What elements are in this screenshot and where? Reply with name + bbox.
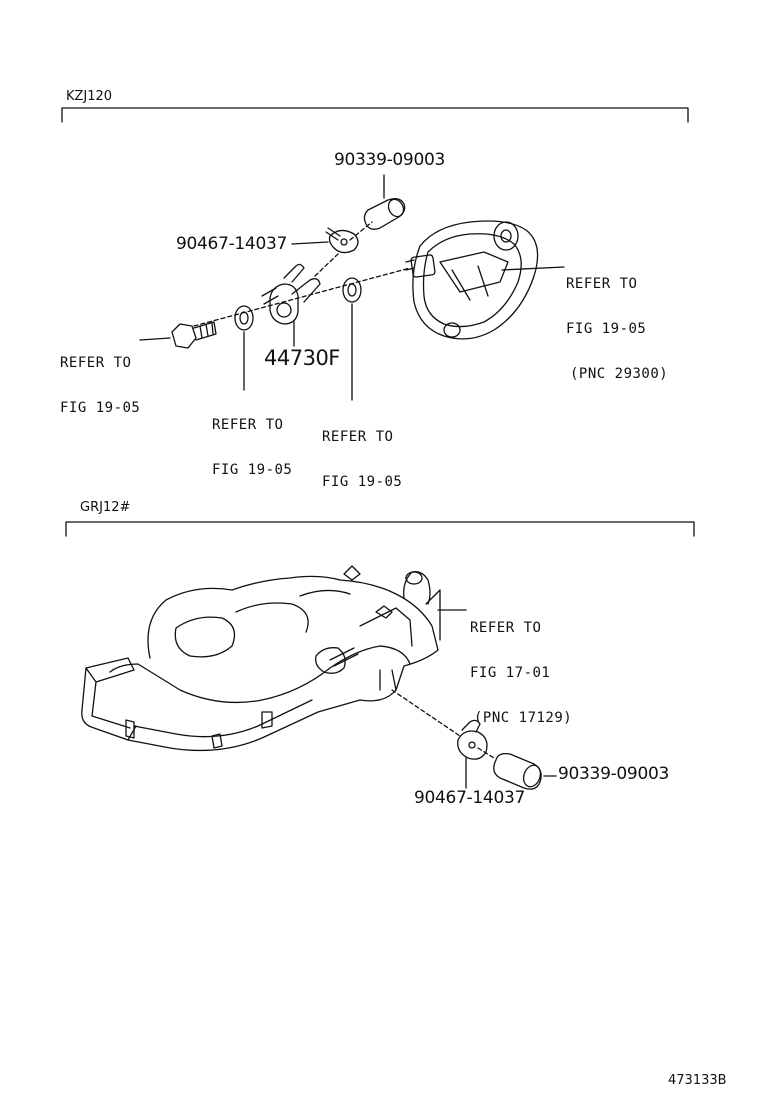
section-1-bracket — [61, 107, 689, 123]
refer-to-fig-19-05-gasket-left[interactable]: REFER TO FIG 19-05 — [212, 388, 292, 493]
leader-90467-top — [291, 241, 329, 245]
vacuum-pump-icon — [405, 220, 565, 340]
union-bolt-icon — [171, 321, 217, 349]
part-number-90339-09003-bottom[interactable]: 90339-09003 — [558, 764, 669, 784]
refer-to-label: REFER TO — [60, 355, 132, 371]
refer-to-label: REFER TO — [470, 620, 542, 636]
union-fitting-icon — [261, 263, 321, 325]
part-number-90467-14037-bottom[interactable]: 90467-14037 — [414, 788, 525, 808]
refer-to-fig-19-05-gasket-right[interactable]: REFER TO FIG 19-05 — [322, 400, 402, 505]
refer-to-fig-19-05-pump[interactable]: REFER TO FIG 19-05 (PNC 29300) — [566, 247, 668, 397]
pnc-label: (PNC 17129) — [474, 710, 573, 726]
hose-clamp-icon — [325, 227, 359, 254]
vacuum-hose-icon-2 — [493, 752, 542, 790]
figure-id: 473133B — [668, 1073, 727, 1088]
part-number-90467-14037-top[interactable]: 90467-14037 — [176, 234, 287, 254]
fig-label: FIG 19-05 — [566, 321, 647, 337]
fig-label: FIG 19-05 — [60, 400, 141, 416]
leader-bolt — [139, 337, 171, 341]
assembly-line-1 — [193, 221, 411, 327]
part-number-44730F[interactable]: 44730F — [264, 346, 340, 370]
refer-to-label: REFER TO — [566, 276, 638, 292]
refer-to-label: REFER TO — [212, 417, 284, 433]
vacuum-hose-icon — [363, 198, 406, 230]
pnc-label: (PNC 29300) — [570, 366, 669, 382]
hose-clamp-icon-2 — [457, 719, 488, 760]
gasket-icon-left — [234, 305, 254, 331]
refer-to-label: REFER TO — [322, 429, 394, 445]
refer-to-fig-19-05-bolt[interactable]: REFER TO FIG 19-05 — [60, 326, 140, 431]
intake-manifold-icon — [81, 565, 467, 752]
part-number-90339-09003-top[interactable]: 90339-09003 — [334, 150, 445, 170]
fig-label: FIG 17-01 — [470, 665, 551, 681]
fig-label: FIG 19-05 — [212, 462, 293, 478]
model-label-kzj120: KZJ120 — [66, 89, 113, 104]
model-label-grj12: GRJ12# — [80, 500, 131, 515]
section-2-bracket — [65, 521, 695, 537]
refer-to-fig-17-01[interactable]: REFER TO FIG 17-01 (PNC 17129) — [470, 591, 572, 741]
fig-label: FIG 19-05 — [322, 474, 403, 490]
gasket-icon-right — [342, 277, 362, 303]
